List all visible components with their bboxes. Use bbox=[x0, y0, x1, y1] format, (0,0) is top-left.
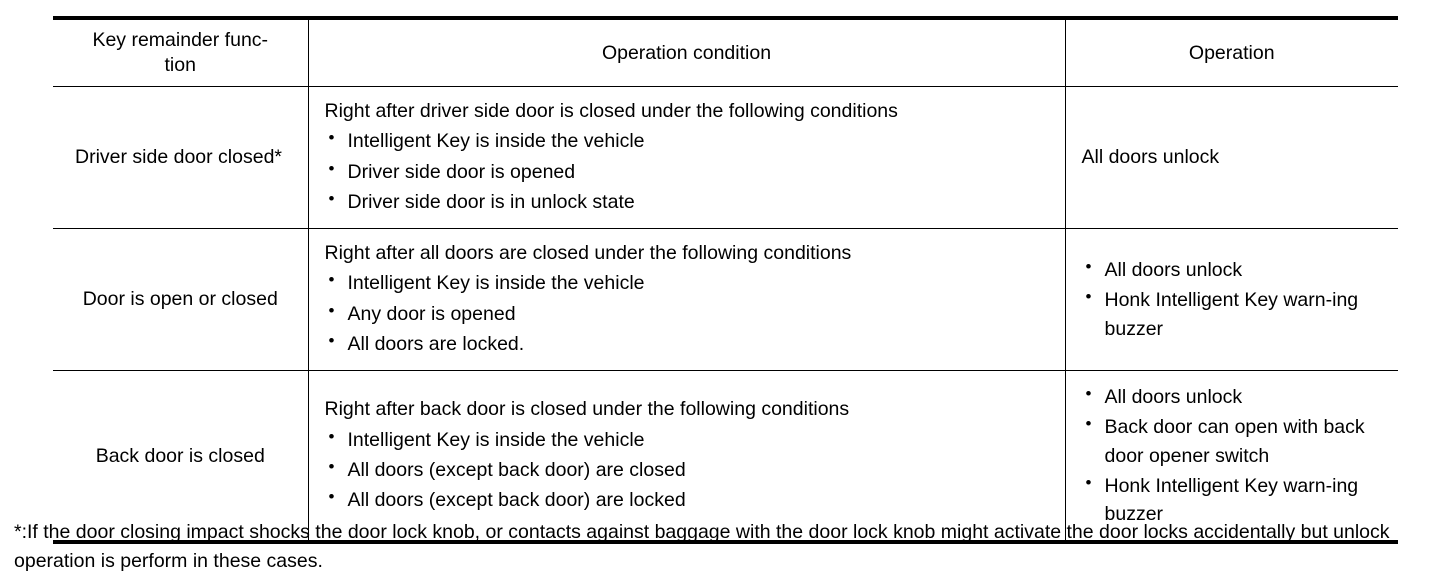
list-item: Driver side door is in unlock state bbox=[325, 187, 1049, 216]
row-condition-cell: Right after all doors are closed under t… bbox=[307, 228, 1065, 372]
operation-text: All doors unlock bbox=[1081, 146, 1220, 169]
list-item: Intelligent Key is inside the vehicle bbox=[325, 425, 1049, 454]
column-header-function-line1: Key remainder func- bbox=[92, 29, 269, 52]
column-header-operation-condition: Operation condition bbox=[307, 18, 1065, 87]
list-item: All doors (except back door) are locked bbox=[325, 485, 1049, 514]
operation-bullet-list: All doors unlock Back door can open with… bbox=[1082, 382, 1383, 529]
list-item: Honk Intelligent Key warn-​ing buzzer bbox=[1082, 285, 1383, 343]
footnote-text: *:If the door closing impact shocks the … bbox=[14, 521, 1390, 573]
row-function-cell: Door is open or closed bbox=[53, 228, 308, 372]
condition-bullet-list: Intelligent Key is inside the vehicle Dr… bbox=[325, 126, 1049, 216]
list-item: All doors (except back door) are closed bbox=[325, 455, 1049, 484]
list-item: Intelligent Key is inside the vehicle bbox=[325, 126, 1049, 155]
condition-lead-text: Right after all doors are closed under t… bbox=[324, 242, 852, 265]
table-row: Driver side door closed* Right after dri… bbox=[53, 86, 1398, 230]
row-function-label: Driver side door closed* bbox=[75, 146, 283, 169]
condition-lead-text: Right after driver side door is closed u… bbox=[324, 100, 898, 122]
list-item: All doors are locked. bbox=[325, 329, 1049, 358]
row-condition-cell: Right after driver side door is closed u… bbox=[307, 86, 1065, 230]
row-function-label: Door is open or closed bbox=[82, 288, 278, 311]
list-item: All doors unlock bbox=[1082, 255, 1383, 284]
list-item: Driver side door is opened bbox=[325, 157, 1049, 186]
column-header-function: Key remainder func- tion bbox=[53, 18, 308, 87]
list-item: Back door can open with back door opener… bbox=[1082, 412, 1383, 470]
key-remainder-function-table: Key remainder func- tion Operation condi… bbox=[53, 16, 1398, 545]
condition-lead-text: Right after back door is closed under th… bbox=[324, 398, 850, 421]
row-function-cell: Back door is closed bbox=[53, 371, 308, 543]
list-item: Honk Intelligent Key warn-​ing buzzer bbox=[1082, 471, 1383, 529]
row-operation-cell: All doors unlock bbox=[1064, 86, 1398, 230]
list-item: All doors unlock bbox=[1082, 382, 1383, 411]
operation-bullet-list: All doors unlock Honk Intelligent Key wa… bbox=[1082, 255, 1383, 343]
table-row: Back door is closed Right after back doo… bbox=[53, 370, 1398, 543]
row-operation-cell: All doors unlock Back door can open with… bbox=[1064, 370, 1398, 543]
table-row: Door is open or closed Right after all d… bbox=[53, 228, 1398, 372]
column-header-operation: Operation bbox=[1064, 18, 1398, 87]
table-header-row: Key remainder func- tion Operation condi… bbox=[53, 18, 1398, 87]
column-header-operation-condition-label: Operation condition bbox=[601, 41, 772, 64]
column-header-function-line2: tion bbox=[164, 54, 196, 76]
condition-bullet-list: Intelligent Key is inside the vehicle An… bbox=[325, 268, 1049, 358]
list-item: Intelligent Key is inside the vehicle bbox=[325, 268, 1049, 297]
row-condition-cell: Right after back door is closed under th… bbox=[307, 370, 1065, 543]
column-header-operation-label: Operation bbox=[1188, 41, 1275, 64]
row-function-cell: Driver side door closed* bbox=[53, 86, 308, 230]
row-function-label: Back door is closed bbox=[95, 444, 265, 467]
list-item: Any door is opened bbox=[325, 299, 1049, 328]
condition-bullet-list: Intelligent Key is inside the vehicle Al… bbox=[325, 425, 1049, 515]
row-operation-cell: All doors unlock Honk Intelligent Key wa… bbox=[1064, 228, 1398, 372]
